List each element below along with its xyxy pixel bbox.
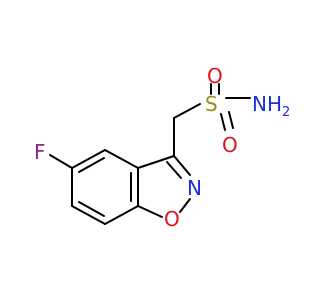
bond-s-o-bottom-1 [220,113,226,131]
bonds [49,83,251,225]
bond-c7-c7a [104,205,139,225]
molecule-diagram: F N O S O O NH2 [34,64,290,231]
bond-c3-n-double [166,161,182,179]
bond-o-c7a [137,205,163,218]
bond-c6-c7 [71,205,106,225]
bond-c3-n [173,155,191,176]
bond-c3a-c4 [104,149,139,169]
bond-n-o [179,198,191,213]
bond-c3a-c3 [137,155,175,169]
atom-oxygen-bottom: O [222,133,238,157]
bond-c5-f [49,154,73,169]
atom-fluorine: F [34,140,46,164]
atom-nitrogen-ring: N [187,176,202,200]
bond-s-o-bottom-2 [228,111,234,129]
amine-label: NH [252,92,282,116]
structure-canvas: F N O S O O NH2 [34,64,290,231]
atom-oxygen-ring: O [164,207,180,231]
atom-amine: NH2 [252,92,290,120]
atom-oxygen-top: O [207,64,223,88]
atom-sulfur: S [205,92,218,116]
bond-ch2-s [173,103,201,119]
bond-inner-c6-c7 [78,201,105,217]
amine-subscript: 2 [282,105,290,120]
bond-c4-c5 [71,149,106,169]
bond-inner-c4-c5 [78,157,105,173]
